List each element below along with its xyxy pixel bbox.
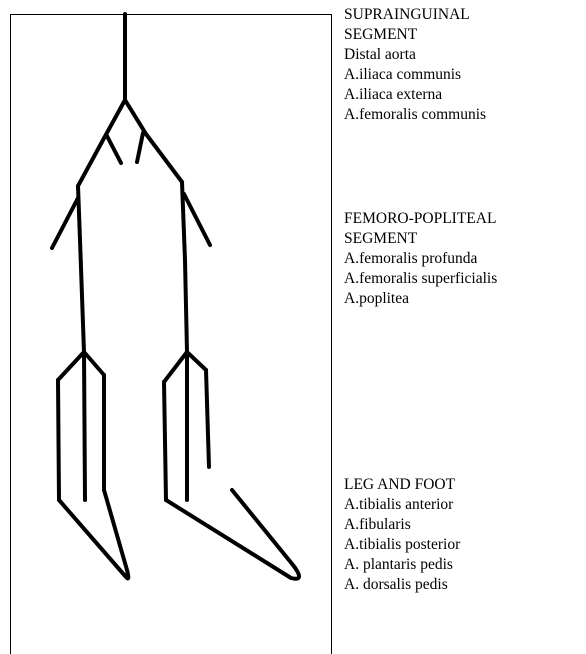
artery-label: A.tibialis posterior xyxy=(344,535,460,555)
arterial-tree-drawing xyxy=(0,0,586,629)
left-fibularis-line xyxy=(84,352,85,500)
right-iliaca-interna-stub xyxy=(137,133,143,162)
left-tibialis-posterior-line xyxy=(84,352,104,375)
artery-label: A. plantaris pedis xyxy=(344,555,460,575)
artery-label: A. dorsalis pedis xyxy=(344,575,460,595)
left-iliaca-interna-stub xyxy=(107,136,121,163)
artery-label: A.iliaca externa xyxy=(344,85,486,105)
artery-label: A.fibularis xyxy=(344,515,460,535)
right-femoralis-profunda-line xyxy=(184,194,210,245)
artery-label: A.femoralis communis xyxy=(344,105,486,125)
right-tibialis-anterior-line xyxy=(164,352,187,382)
right-femoralis-superficialis-line xyxy=(182,182,187,352)
artery-label: A.femoralis superficialis xyxy=(344,269,497,289)
left-femoralis-profunda-line xyxy=(52,198,78,248)
section-heading: SUPRAINGUINAL xyxy=(344,5,486,25)
right-tibialis-posterior-line xyxy=(187,352,206,370)
artery-label: A.tibialis anterior xyxy=(344,495,460,515)
section-heading: SEGMENT xyxy=(344,229,497,249)
right-foot-outline xyxy=(166,490,299,579)
left-foot-outline xyxy=(59,490,128,578)
left-femoralis-superficialis-line xyxy=(78,186,84,352)
legend-leg-and-foot: LEG AND FOOT A.tibialis anterior A.fibul… xyxy=(344,475,460,595)
legend-suprainguinal: SUPRAINGUINAL SEGMENT Distal aorta A.ili… xyxy=(344,5,486,125)
artery-label: Distal aorta xyxy=(344,45,486,65)
artery-label: A.iliaca communis xyxy=(344,65,486,85)
left-iliaca-communis-line xyxy=(78,100,125,186)
section-heading: FEMORO-POPLITEAL xyxy=(344,209,497,229)
right-iliaca-communis-line xyxy=(125,100,182,182)
section-heading: LEG AND FOOT xyxy=(344,475,460,495)
left-tibialis-anterior-line xyxy=(58,352,84,380)
artery-label: A.femoralis profunda xyxy=(344,249,497,269)
legend-femoro-popliteal: FEMORO-POPLITEAL SEGMENT A.femoralis pro… xyxy=(344,209,497,309)
section-heading: SEGMENT xyxy=(344,25,486,45)
artery-label: A.poplitea xyxy=(344,289,497,309)
